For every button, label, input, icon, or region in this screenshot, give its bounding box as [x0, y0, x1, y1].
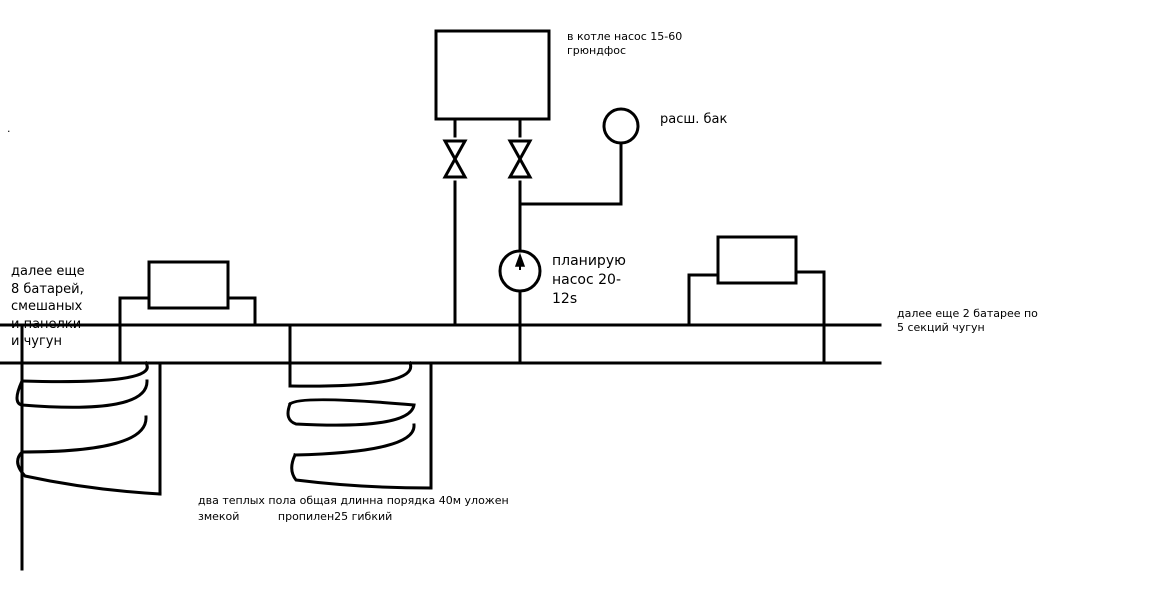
floor-heating-label-line2: змекой пропилен25 гибкий — [198, 510, 393, 523]
floor-left-loop3 — [20, 415, 148, 454]
expansion-tank-pipe — [518, 141, 623, 206]
floor-heating-label-line1: два теплых пола общая длинна порядка 40м… — [198, 494, 509, 507]
radiator-right-supply — [687, 273, 720, 327]
stray-dot: . — [7, 122, 11, 135]
boiler — [434, 29, 551, 121]
planned-pump-label: планирую насос 20- 12s — [552, 253, 626, 307]
radiator-left — [147, 260, 230, 310]
floor-right-loop1 — [288, 361, 413, 388]
radiator-right-return — [794, 270, 826, 365]
floor-right-loop4 — [290, 453, 433, 490]
expansion-tank-label: расш. бак — [660, 112, 728, 127]
valve-right — [507, 139, 533, 179]
floor-left-loop1 — [20, 360, 149, 384]
radiator-left-supply — [118, 296, 151, 365]
left-batteries-label: далее еще 8 батарей, смешаных и панелки … — [11, 264, 85, 350]
expansion-tank — [602, 107, 640, 145]
radiator-left-return — [226, 296, 257, 327]
floor-right-loop3 — [293, 423, 416, 457]
floor-right-loop2 — [286, 398, 416, 427]
floor-left-loop2 — [15, 379, 149, 409]
radiator-right — [716, 235, 798, 285]
right-batteries-label: далее еще 2 батарее по 5 секций чугун — [897, 307, 1038, 335]
boiler-pump-label: в котле насос 15-60 грюндфос — [567, 30, 683, 58]
valve-left — [442, 139, 468, 179]
floor-left-loop4 — [16, 449, 162, 496]
